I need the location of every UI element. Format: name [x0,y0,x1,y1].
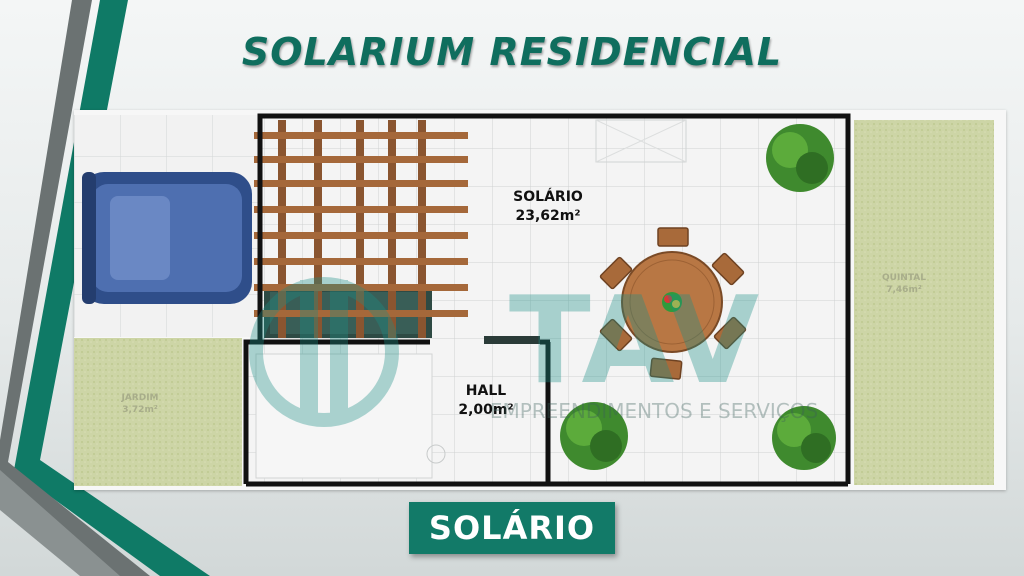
hall-drain [426,444,446,464]
quintal-area: 7,46m² [886,285,922,295]
car-illustration [82,172,252,304]
watermark-brand: TAV [509,272,759,411]
watermark-tagline: EMPREENDIMENTOS E SERVIÇOS [490,399,818,423]
dining-table-set [599,227,747,380]
hall-label: HALL [466,383,506,399]
quintal-label: QUINTAL [882,273,926,283]
hall-area: 2,00m² [458,402,513,418]
floor-plan: JARDIM 3,72m² QUINTAL 7,46m² [74,110,1006,490]
quintal-yard [854,120,994,485]
solario-label: SOLÁRIO [513,188,583,205]
solario-area: 23,62m² [515,208,580,224]
jardim-label: JARDIM [120,393,158,403]
tav-watermark: TAV EMPREENDIMENTOS E SERVIÇOS [249,272,818,427]
stair-well [255,353,433,479]
page-title: SOLARIUM RESIDENCIAL [241,30,783,74]
skylight [595,119,687,163]
section-badge: SOLÁRIO [409,502,615,554]
jardim-area: 3,72m² [122,405,158,415]
plant-bottom-right [772,406,836,470]
floor-plan-drawing: JARDIM 3,72m² QUINTAL 7,46m² [74,113,994,487]
walls [243,113,851,487]
jardim-garden [74,338,242,486]
plant-bottom-left [560,402,628,470]
pergola [254,120,468,338]
plant-top-right [766,124,834,192]
